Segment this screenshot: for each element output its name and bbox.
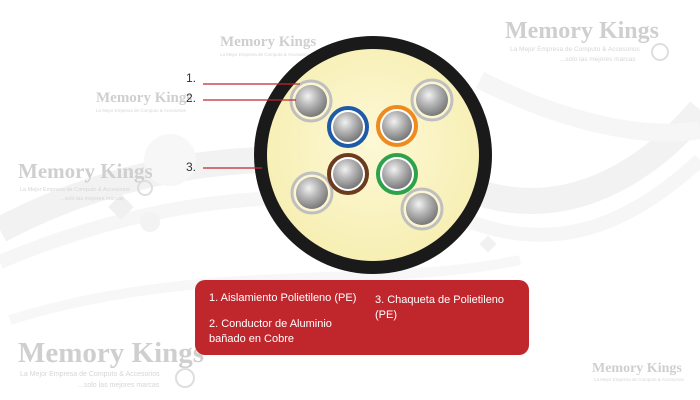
conductor-filler	[400, 187, 444, 231]
svg-text:Memory Kings: Memory Kings	[18, 337, 204, 369]
conductor-filler	[410, 78, 454, 122]
watermark-upper-left: Memory Kings La Mejor Empresa de Computo…	[220, 34, 316, 57]
svg-text:...solo las mejores marcas: ...solo las mejores marcas	[60, 196, 124, 202]
watermark-top-right: Memory Kings La Mejor Empresa de Computo…	[505, 18, 669, 63]
legend-item-jacket: 3. Chaqueta de Polietileno (PE)	[375, 294, 505, 321]
svg-text:La Mejor Empresa de Computo &: La Mejor Empresa de Computo & Accesorios	[20, 187, 130, 193]
svg-text:Memory Kings: Memory Kings	[96, 90, 192, 106]
svg-text:La Mejor Empresa de Computo &: La Mejor Empresa de Computo & Accesorios	[96, 108, 187, 113]
callout-3-label: 3.	[186, 160, 196, 174]
inner-filler-core	[267, 49, 479, 261]
conductor-brown	[327, 153, 369, 195]
cable	[254, 36, 492, 274]
conductor-filler	[289, 79, 333, 123]
watermark-bottom-left: Memory Kings La Mejor Empresa de Computo…	[18, 337, 204, 389]
conductor-green	[376, 153, 418, 195]
legend-item-conductor: 2. Conductor de Aluminio bañado en Cobre	[209, 318, 332, 345]
svg-text:La Mejor Empresa de Computo &: La Mejor Empresa de Computo & Accesorios	[510, 46, 640, 53]
svg-text:Memory Kings: Memory Kings	[505, 18, 659, 44]
svg-text:...solo las mejores marcas: ...solo las mejores marcas	[78, 382, 160, 389]
callout-2: 2.	[186, 91, 296, 105]
svg-text:Memory Kings: Memory Kings	[18, 159, 153, 183]
legend-item-insulation: 1. Aislamiento Polietileno (PE)	[209, 292, 357, 304]
legend-box: 1. Aislamiento Polietileno (PE) 2. Condu…	[195, 280, 529, 355]
watermark-left: Memory Kings La Mejor Empresa de Computo…	[18, 159, 153, 202]
callout-3: 3.	[186, 160, 262, 174]
callout-1: 1.	[186, 71, 300, 85]
watermark-mid-left: Memory Kings La Mejor Empresa de Computo…	[96, 90, 192, 113]
svg-text:Memory Kings: Memory Kings	[592, 361, 682, 376]
svg-text:La Mejor Empresa de Computo &: La Mejor Empresa de Computo & Accesorios	[220, 52, 311, 57]
callout-1-label: 1.	[186, 71, 196, 85]
watermark-bottom-right: Memory Kings La Mejor Empresa de Computo…	[592, 361, 685, 382]
svg-text:Memory Kings: Memory Kings	[220, 34, 316, 50]
conductor-orange	[376, 105, 418, 147]
svg-text:La Mejor Empresa de Computo &: La Mejor Empresa de Computo & Accesorios	[20, 371, 160, 378]
conductor-blue	[327, 106, 369, 148]
callout-2-label: 2.	[186, 91, 196, 105]
conductor-filler	[290, 171, 334, 215]
svg-text:...solo las mejores marcas: ...solo las mejores marcas	[560, 56, 636, 63]
svg-text:La Mejor Empresa de Computo &: La Mejor Empresa de Computo & Accesorios	[594, 377, 685, 382]
